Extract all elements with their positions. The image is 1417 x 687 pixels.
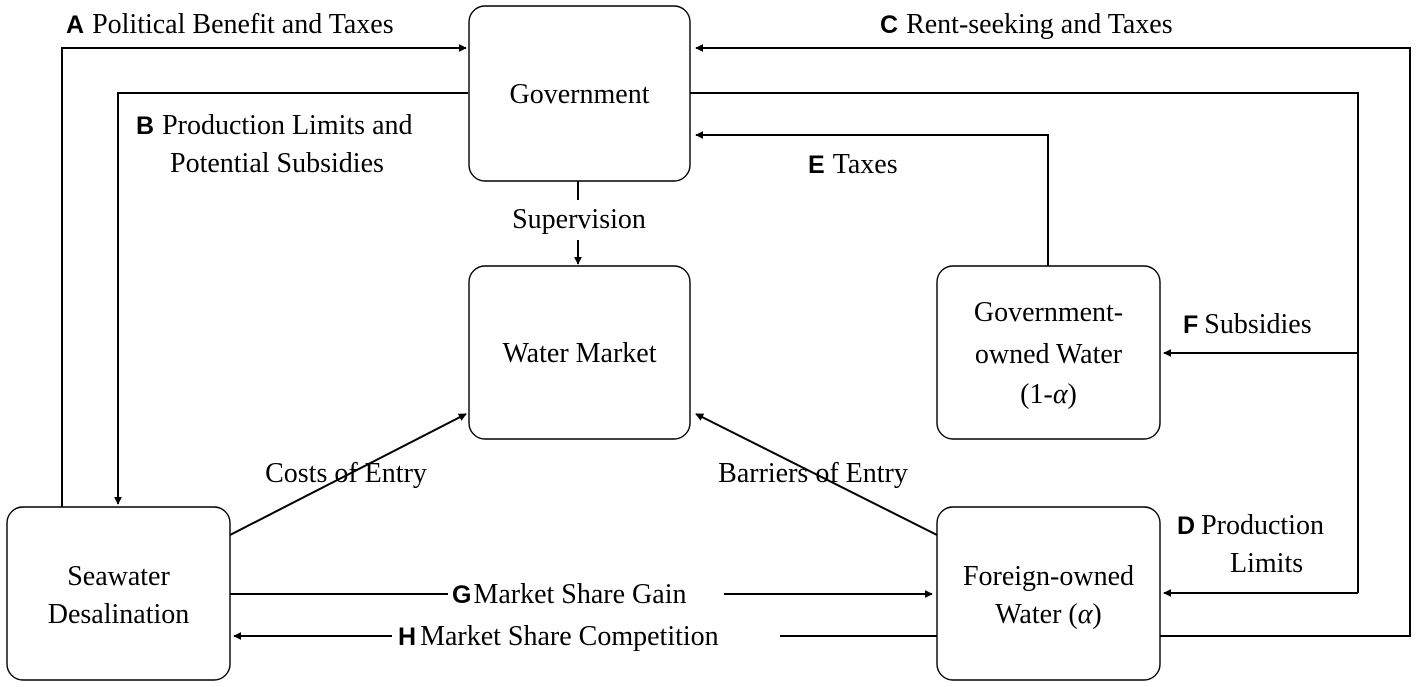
node-government-owned-water-line2: owned Water [975, 339, 1123, 370]
node-government-owned-water: Government- owned Water (1-α) [936, 265, 1161, 440]
node-government-label: Government [510, 79, 650, 110]
edge-barriers-of-entry-line [695, 413, 938, 536]
edge-e-taxes-line [695, 131, 1049, 266]
node-foreign-owned-water-line2: Water (α) [995, 599, 1102, 630]
edge-supervision-label: Supervision [512, 204, 646, 235]
node-water-market-label: Water Market [503, 338, 657, 369]
edge-d-f-trunk-line [690, 92, 1359, 593]
edge-b-production-limits-line [114, 92, 468, 505]
node-foreign-owned-water: Foreign-owned Water (α) [936, 506, 1161, 681]
edge-c-rent-seeking-line [695, 44, 1411, 637]
edge-g-label: GMarket Share Gain [452, 579, 687, 610]
node-government-owned-water-line3: (1-α) [1020, 379, 1077, 410]
edge-b-label-line2: Potential Subsidies [170, 148, 384, 179]
edge-barriers-of-entry-label: Barriers of Entry [718, 458, 908, 489]
node-seawater-desalination-line1: Seawater [67, 561, 170, 592]
node-foreign-owned-water-line1: Foreign-owned [963, 561, 1134, 592]
node-government: Government [468, 5, 691, 182]
edge-d-label-line2: Limits [1230, 548, 1303, 579]
alpha-symbol: α [1078, 599, 1094, 630]
node-seawater-desalination: Seawater Desalination [6, 506, 231, 681]
edge-costs-of-entry-line [229, 413, 467, 536]
edge-a-political-benefit-line [61, 44, 467, 507]
node-seawater-desalination-line2: Desalination [48, 599, 190, 630]
alpha-symbol: α [1053, 379, 1069, 410]
edge-costs-of-entry-label: Costs of Entry [265, 458, 427, 489]
node-government-owned-water-line1: Government- [974, 297, 1123, 328]
node-water-market: Water Market [468, 265, 691, 440]
